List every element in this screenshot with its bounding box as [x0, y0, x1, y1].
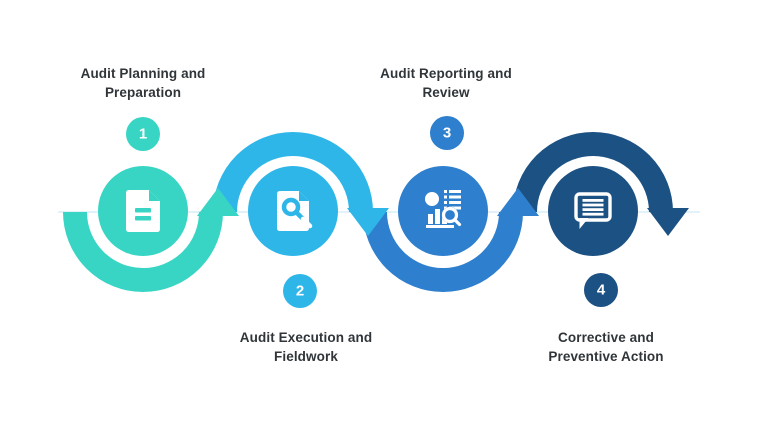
step1-number-badge: 1	[126, 117, 160, 151]
step2-label: Audit Execution and Fieldwork	[206, 329, 406, 366]
step1-label-line1: Audit Planning and	[80, 66, 206, 81]
step2-number-badge: 2	[283, 274, 317, 308]
step2-arc	[213, 132, 373, 213]
step4-label: Corrective and Preventive Action	[506, 329, 706, 366]
step3-number-badge: 3	[430, 116, 464, 150]
step1-number: 1	[139, 126, 147, 143]
document-icon	[126, 190, 160, 232]
step4-arc	[513, 132, 673, 213]
step1-arrow-up-icon	[197, 188, 239, 216]
step4-label-line1: Corrective and	[558, 330, 654, 345]
step2-number: 2	[296, 283, 304, 300]
step3-arc	[363, 211, 523, 292]
step1-arc	[63, 211, 223, 292]
analytics-chart-icon	[425, 190, 462, 228]
step2-label-line2: Fieldwork	[274, 348, 338, 364]
step3-label-line1: Audit Reporting and	[380, 66, 512, 81]
chat-message-icon	[574, 192, 612, 229]
step4-number-badge: 4	[584, 273, 618, 307]
step3-label: Audit Reporting and Review	[346, 65, 546, 102]
step3-label-line2: Review	[422, 84, 470, 100]
step4-number: 4	[597, 282, 606, 299]
document-fold	[149, 190, 160, 201]
step2-label-line1: Audit Execution and	[239, 330, 373, 345]
step4-label-line2: Preventive Action	[548, 348, 664, 364]
document-search-icon	[277, 191, 313, 231]
step3-number: 3	[443, 125, 451, 142]
step1-label-line2: Preparation	[104, 84, 182, 100]
document-fold	[299, 191, 309, 201]
step1-label: Audit Planning and Preparation	[43, 65, 243, 102]
step4-arrow-down-icon	[647, 208, 689, 236]
step3-arrow-up-icon	[497, 188, 539, 216]
step2-arrow-down-icon	[347, 208, 389, 236]
